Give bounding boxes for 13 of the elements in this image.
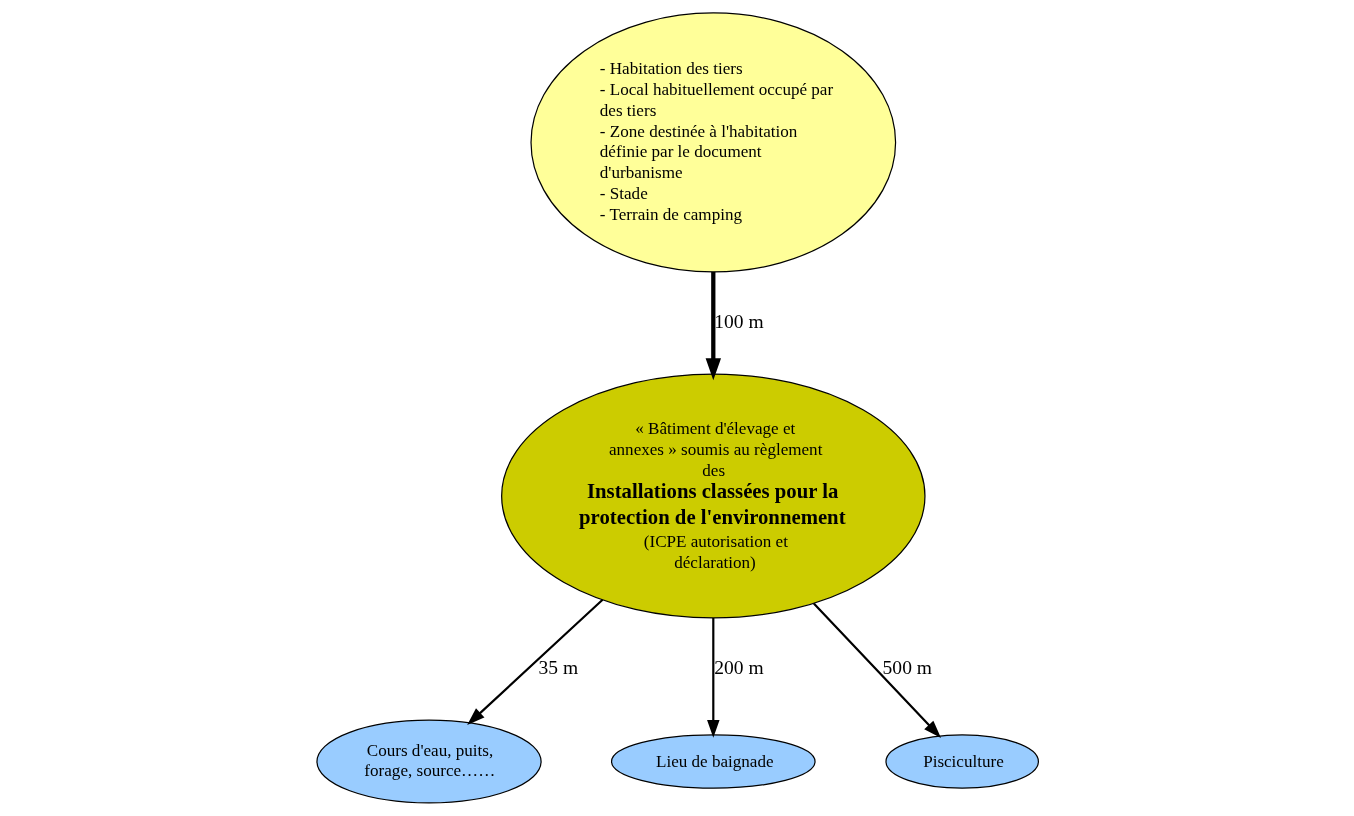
edge-label: 35 m: [538, 656, 578, 678]
arrow: [706, 618, 720, 738]
node-ellipse: - Habitation des tiers - Local habituellement occupé par des tiers - Zone destinée à l'habitation définie par le document d'urbanisme - Stade - Terrain de camping: [529, 12, 896, 273]
edge-label: 500 m: [882, 656, 932, 678]
arrow: [466, 598, 603, 726]
edge-label: 200 m: [713, 656, 764, 678]
arrow: [812, 602, 941, 738]
edge-label: 100 m: [713, 310, 764, 332]
node-ellipse: « Bâtiment d'élevage et annexes » soumis au règlement des Installations classées pour la protection de l'environnement (ICPE autorisation et déclaration): [500, 373, 926, 619]
node-ellipse: Pisciculture: [884, 734, 1039, 789]
arrow: [705, 271, 721, 381]
node-ellipse: Cours d'eau, puits, forage, source……: [315, 719, 542, 804]
node-ellipse: Lieu de baignade: [610, 734, 816, 789]
